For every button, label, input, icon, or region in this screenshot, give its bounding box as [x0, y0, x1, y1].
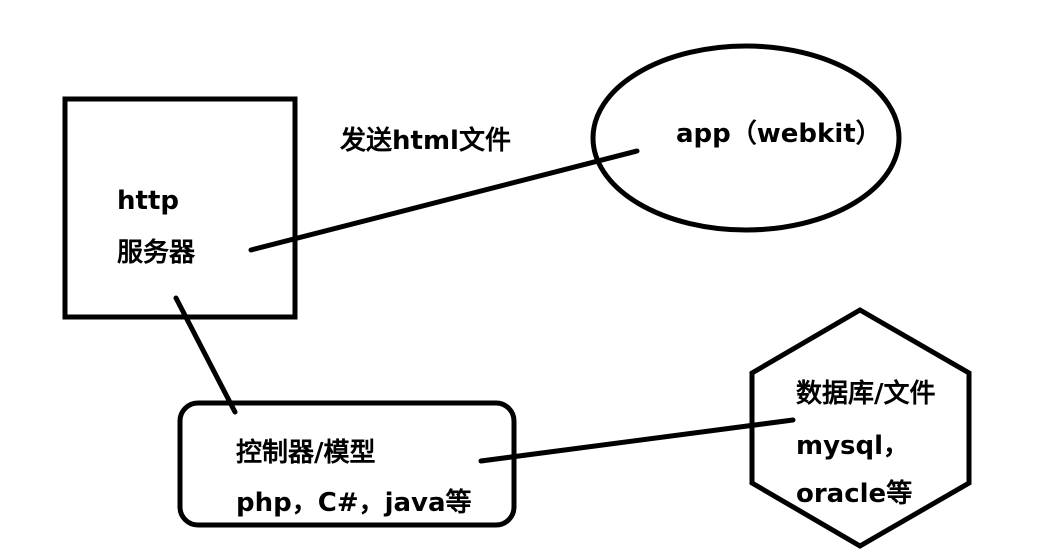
http-server-box: [62, 96, 298, 320]
controller-label-line2: php，C#，java等: [236, 488, 472, 518]
database-label-line2: mysql，: [796, 431, 910, 461]
app-ellipse: [590, 43, 902, 233]
controller-label-line1: 控制器/模型: [236, 438, 376, 468]
database-label-line3: oracle等: [796, 479, 913, 509]
database-hexagon: [749, 307, 972, 549]
send-html-label: 发送html文件: [340, 126, 511, 156]
http-server-label-line2: 服务器: [117, 238, 196, 268]
server-controller-connector: [173, 295, 238, 415]
server-app-connector: [248, 148, 640, 253]
app-label: app（webkit）: [676, 119, 882, 149]
controller-database-connector: [478, 417, 796, 464]
http-server-label-line1: http: [117, 186, 179, 216]
controller-box: [177, 400, 517, 528]
database-label-line1: 数据库/文件: [796, 379, 936, 409]
